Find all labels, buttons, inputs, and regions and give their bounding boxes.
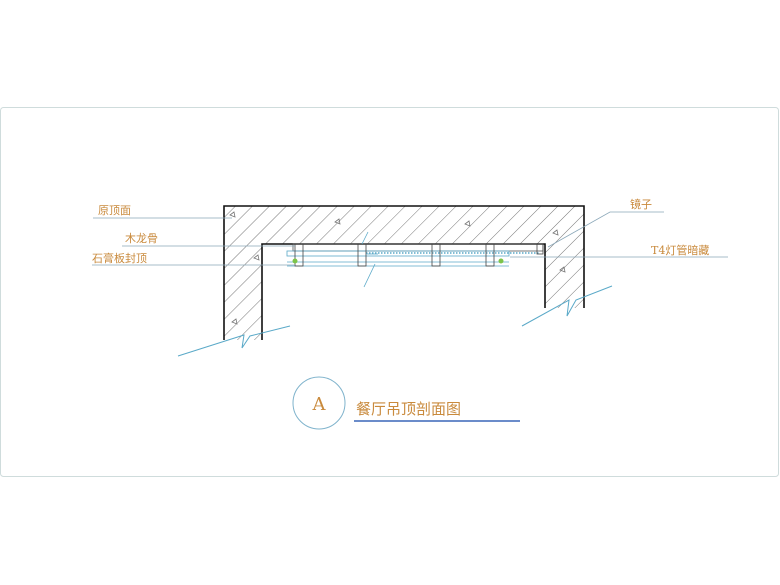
label-wood-keel: 木龙骨 <box>125 232 158 245</box>
break-lines <box>177 285 613 357</box>
leader-lines <box>92 211 728 266</box>
label-mirror: 镜子 <box>630 197 652 211</box>
drawing-title: 餐厅吊顶剖面图 <box>356 400 461 418</box>
section-mark-letter: A <box>312 394 327 415</box>
label-gypsum-board: 石膏板封顶 <box>92 251 147 265</box>
drawing-frame <box>0 107 779 477</box>
concrete-structure <box>223 205 585 340</box>
label-t4-lamp: T4灯管暗藏 <box>651 243 709 257</box>
t4-lamp-left <box>292 258 298 264</box>
section-mark-circle <box>292 376 346 430</box>
t4-lamp-right <box>498 258 504 264</box>
label-original-ceiling: 原顶面 <box>98 204 131 217</box>
ceiling-assembly <box>286 231 544 288</box>
